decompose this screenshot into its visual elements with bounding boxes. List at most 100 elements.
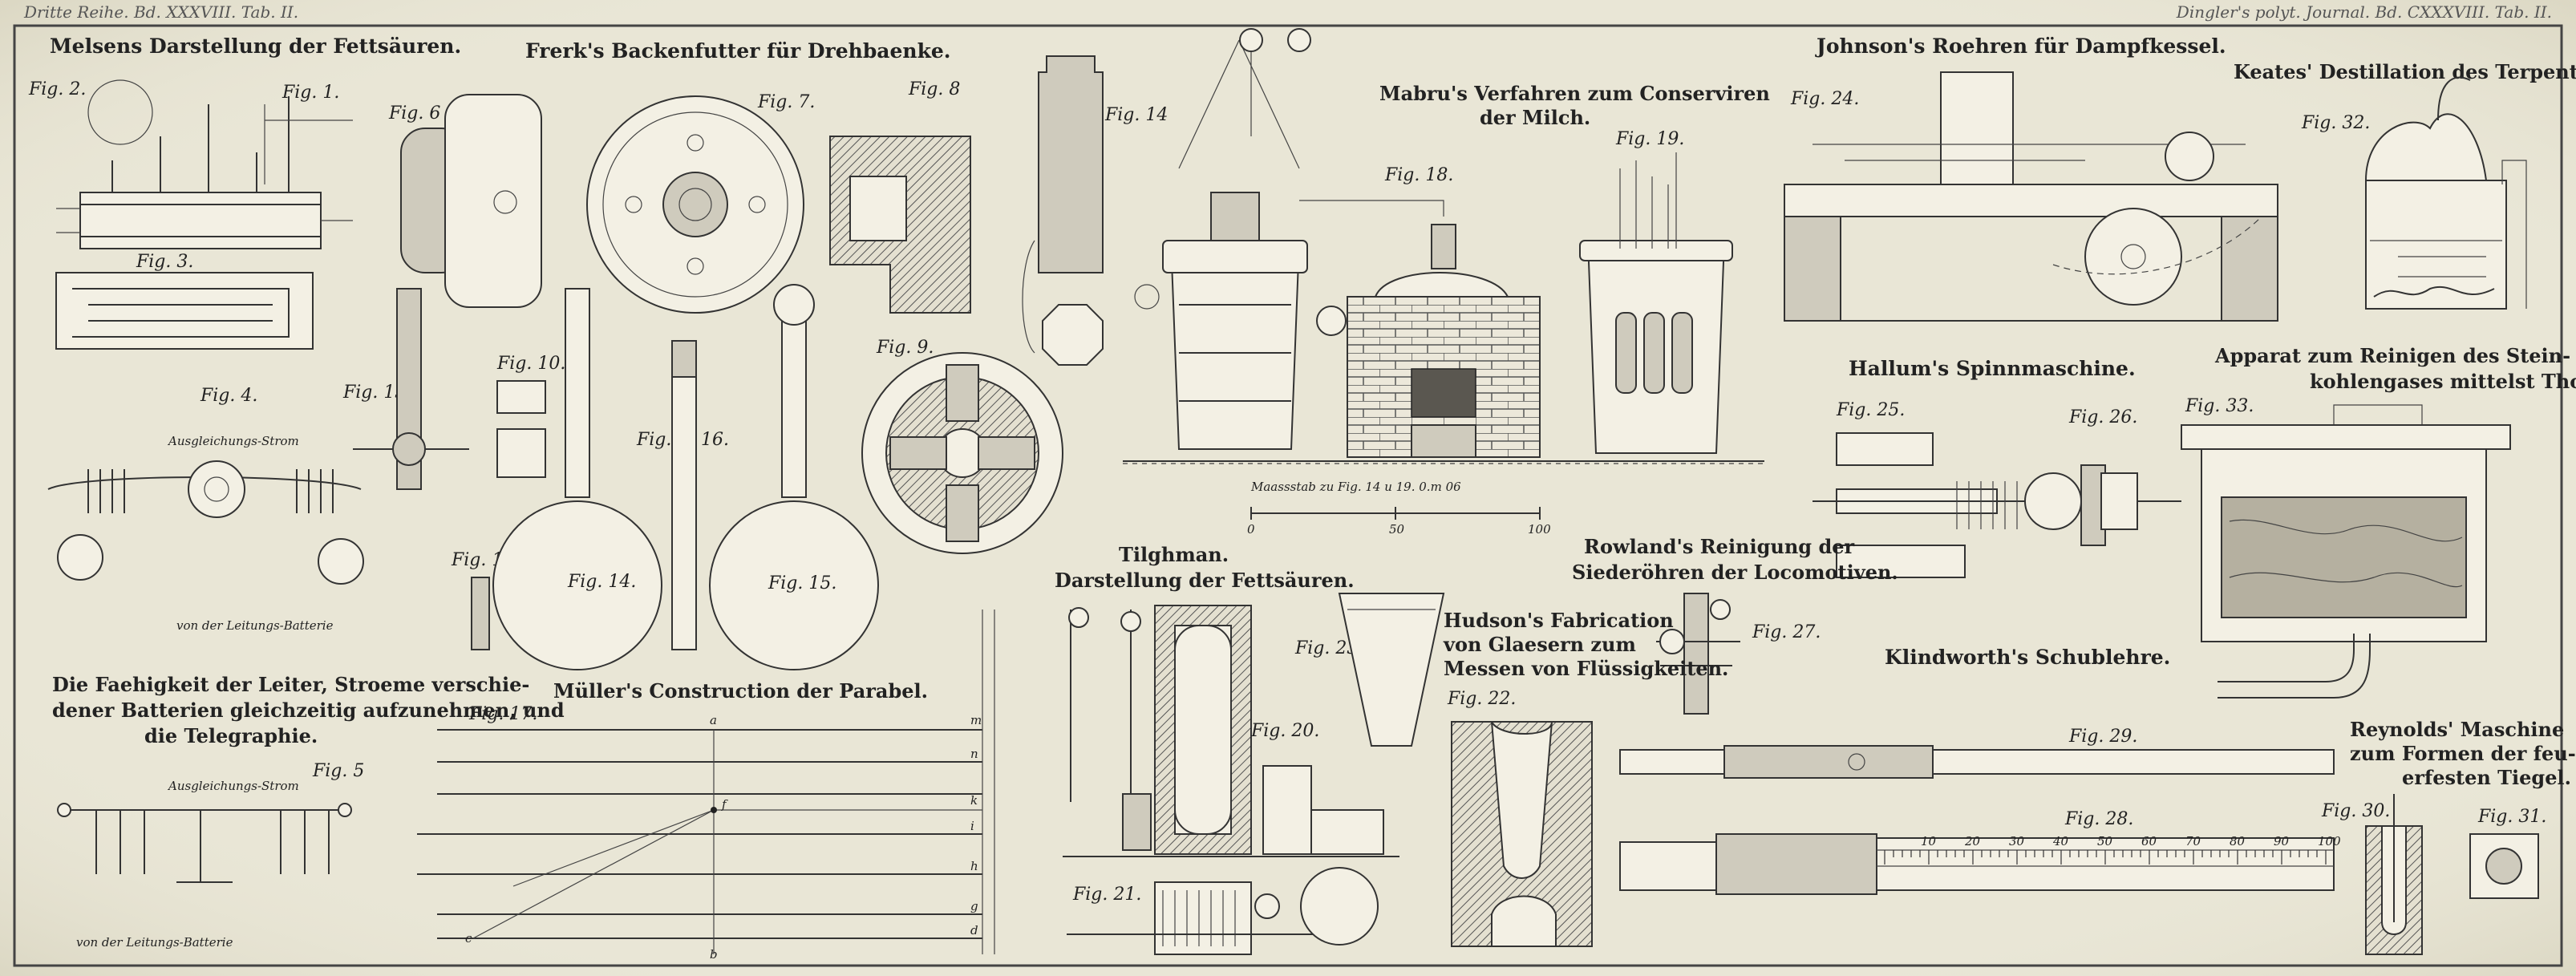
ruler-tick-label: 30 [2009,834,2025,848]
title-melsens: Melsens Darstellung der Fettsäuren. [50,34,461,58]
ausgleichungs-label: Ausgleichungs-Strom [167,434,299,448]
parabola-letter-f: f [721,797,728,812]
title-reynolds-1: Reynolds' Maschine [2350,718,2564,741]
header-left: Dritte Reihe. Bd. XXXVIII. Tab. II. [23,2,298,22]
plate-border [13,24,2563,967]
fig-1-label: Fig. 1. [281,83,339,103]
fig-15-label: Fig. 15. [768,573,836,593]
ruler-ticks: 10 20 30 40 50 60 70 80 90 100 [1884,834,2341,865]
ruler-tick-label: 20 [1964,834,1981,848]
keates-section: Keates' Destillation des Terpenthins. Fi… [2234,60,2576,310]
parabola-letter-h: h [970,859,978,873]
title-klindworth: Klindworth's Schublehre. [1885,646,2170,669]
ruler-tick-label: 10 [1921,834,1937,848]
title-reynolds-2: zum Formen der feu- [2350,742,2576,765]
leitungs-batterie-label: von der Leitungs-Batterie [176,618,334,633]
title-tilghman-1: Tilghman. [1119,543,1229,566]
ruler-tick-label: 80 [2230,834,2246,848]
scale-tick-50: 50 [1389,522,1405,537]
title-muller: Müller's Construction der Parabel. [553,679,928,703]
johnson-section: Johnson's Roehren für Dampfkessel. Fig. … [1784,34,2278,322]
parabola-letter-c: c [465,931,472,946]
muller-section: Müller's Construction der Parabel. Fig. … [417,609,995,962]
ruler-tick-label: 90 [2274,834,2290,848]
telegraph-section: Fig. 4. Ausgleichungs-Strom von der Leit… [47,386,565,950]
header-right: Dingler's polyt. Journal. Bd. CXXXVIII. … [2176,2,2552,22]
ausgleichungs-label-2: Ausgleichungs-Strom [167,779,299,793]
mabru-section: Mabru's Verfahren zum Conserviren der Mi… [1123,28,1770,537]
fig-20-label: Fig. 20. [1250,721,1319,741]
scale-tick-0: 0 [1247,522,1255,537]
klindworth-section: Klindworth's Schublehre. Fig. 29. Fig. 2… [1619,646,2341,895]
title-hudson-2: von Glaesern zum [1443,633,1636,656]
title-mabru-2: der Milch. [1480,106,1590,129]
tilghman-section: Tilghman. Darstellung der Fettsäuren. Fi… [1055,543,1399,955]
leitungs-batterie-label-2: von der Leitungs-Batterie [76,935,233,950]
rowland-section: Rowland's Reinigung der Siederöhren der … [1572,535,1898,715]
parabola-letter-a: a [710,713,717,727]
fig-16-label-a: Fig. [636,430,671,450]
title-fahigkeit-1: Die Faehigkeit der Leiter, Stroeme versc… [52,673,529,696]
fig-17-label: Fig. 17. [468,704,537,724]
title-fahigkeit-2: dener Batterien gleichzeitig aufzunehmen… [52,699,565,722]
ruler-tick-label: 40 [2052,834,2069,848]
fig-27-label: Fig. 27. [1752,622,1821,642]
fig-14-label-top: Fig. 14 [1104,105,1168,125]
fig-7-label: Fig. 7. [757,92,815,112]
ruler-tick-label: 50 [2097,834,2113,848]
fig-3-label: Fig. 3. [136,252,193,272]
title-tilghman-2: Darstellung der Fettsäuren. [1055,569,1355,592]
fig-14-label-frerk: Fig. 14. [567,572,636,592]
fig-33-label: Fig. 33. [2185,396,2254,416]
melsens-section: Melsens Darstellung der Fettsäuren. Fig.… [28,34,461,350]
fig-21-label: Fig. 21. [1072,885,1141,905]
title-keates: Keates' Destillation des Terpenthins. [2234,60,2576,83]
fig-24-label: Fig. 24. [1790,89,1859,109]
fig-29-label: Fig. 29. [2068,727,2137,747]
hallum-section: Hallum's Spinnmaschine. Fig. 25. Fig. 26… [1813,357,2181,578]
fig-32-label: Fig. 32. [2301,113,2370,133]
fig-6-label: Fig. 6 [388,103,440,124]
title-johnson: Johnson's Roehren für Dampfkessel. [1815,34,2226,58]
fig-22-label: Fig. 22. [1447,689,1516,709]
fig-28-label: Fig. 28. [2064,809,2133,829]
reynolds-section: Reynolds' Maschine zum Formen der feu- e… [2321,718,2576,955]
ruler-tick-label: 60 [2141,834,2157,848]
title-rowland-2: Siederöhren der Locomotiven. [1572,561,1898,584]
title-hudson-1: Hudson's Fabrication [1444,609,1674,632]
fig-4-label: Fig. 4. [200,386,257,406]
fig-5-label: Fig. 5 [312,761,364,781]
parabola-letter-n: n [970,747,978,761]
fig-10-label: Fig. 10. [496,354,565,374]
title-fahigkeit-3: die Telegraphie. [144,724,318,747]
fig-25-label: Fig. 25. [1836,400,1905,420]
fig-18-label: Fig. 18. [1384,165,1453,185]
title-hallum: Hallum's Spinnmaschine. [1849,357,2136,380]
fig-16-label-b: 16. [701,430,729,450]
title-rowland-1: Rowland's Reinigung der [1584,535,1854,558]
ruler-tick-label: 70 [2185,834,2201,848]
ruler-tick-label: 100 [2318,834,2341,848]
scale-label: Maassstab zu Fig. 14 u 19. 0.m 06 [1250,480,1461,494]
hudson-section: Fig. 23. Hudson's Fabrication von Glaese… [1294,593,1728,947]
fig-9-label: Fig. 9. [876,338,934,358]
scale-tick-100: 100 [1528,522,1551,537]
title-mabru-1: Mabru's Verfahren zum Conserviren [1379,82,1770,105]
fig-8-label: Fig. 8 [908,79,960,99]
fig-31-label: Fig. 31. [2477,807,2546,827]
fig-26-label: Fig. 26. [2068,407,2137,427]
title-apparat-2: kohlengases mittelst Thon. [2310,370,2576,393]
fig-2-label: Fig. 2. [28,79,86,99]
parabola-letter-d: d [970,923,978,938]
parabola-letter-m: m [970,713,982,727]
title-reynolds-3: erfesten Tiegel. [2402,766,2571,789]
title-frerk: Frerk's Backenfutter für Drehbaenke. [525,39,951,63]
parabola-letter-b: b [710,947,718,962]
fig-30-label: Fig. 30. [2321,801,2390,821]
title-apparat-1: Apparat zum Reinigen des Stein- [2214,344,2570,367]
title-hudson-3: Messen von Flüssigkeiten. [1444,657,1728,680]
fig-19-label: Fig. 19. [1615,129,1684,149]
frerk-section: Frerk's Backenfutter für Drehbaenke. Fig… [342,39,1168,670]
apparat-section: Apparat zum Reinigen des Stein- kohlenga… [2181,344,2576,699]
